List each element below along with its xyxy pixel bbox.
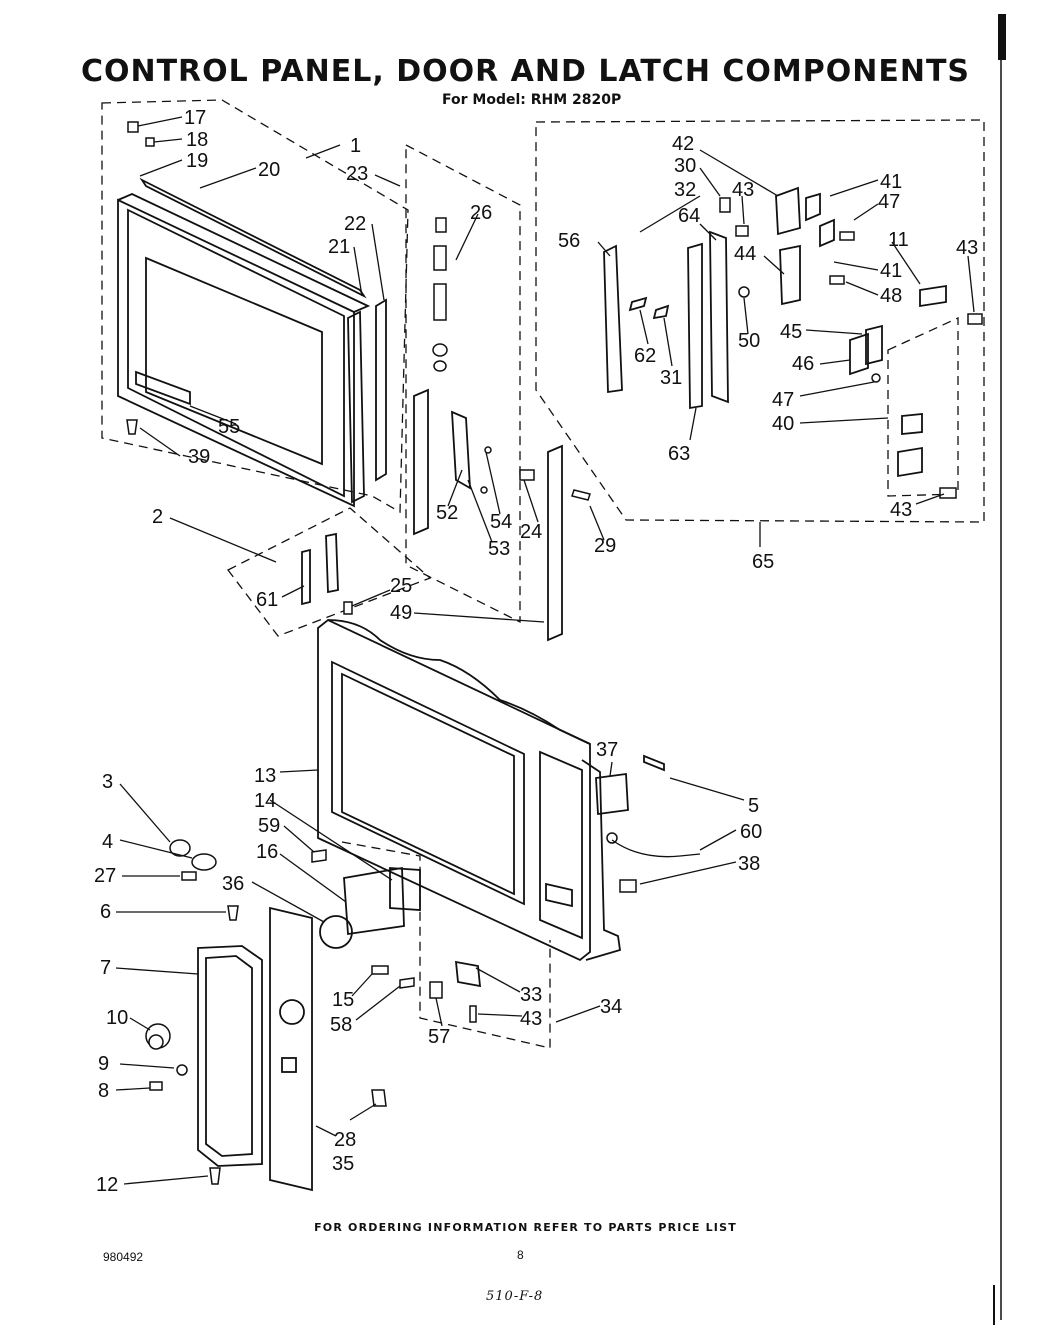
callout-56: 56 bbox=[558, 230, 580, 252]
callout-30: 30 bbox=[674, 155, 696, 177]
callout-55: 55 bbox=[218, 416, 240, 438]
callout-58: 58 bbox=[330, 1014, 352, 1036]
callout-8: 8 bbox=[98, 1080, 109, 1102]
page-number: 8 bbox=[517, 1248, 524, 1262]
callout-23: 23 bbox=[346, 163, 368, 185]
callout-14: 14 bbox=[254, 790, 276, 812]
callout-20: 20 bbox=[258, 159, 280, 181]
callout-11: 11 bbox=[888, 229, 909, 251]
callout-18: 18 bbox=[186, 129, 208, 151]
callout-37: 37 bbox=[596, 739, 618, 761]
callout-63: 63 bbox=[668, 443, 690, 465]
callout-62: 62 bbox=[634, 345, 656, 367]
callout-41a: 41 bbox=[880, 171, 902, 193]
model-subtitle: For Model: RHM 2820P bbox=[442, 92, 622, 108]
callout-labels: 17 18 19 20 1 23 22 21 26 55 39 2 61 25 … bbox=[94, 107, 978, 1196]
callout-24: 24 bbox=[520, 521, 542, 543]
callout-61: 61 bbox=[256, 589, 278, 611]
callout-35: 35 bbox=[332, 1153, 354, 1175]
scan-edge-marks bbox=[993, 14, 1006, 1325]
callout-2: 2 bbox=[152, 506, 163, 528]
callout-10: 10 bbox=[106, 1007, 128, 1029]
callout-5: 5 bbox=[748, 795, 759, 817]
callout-46: 46 bbox=[792, 353, 814, 375]
callout-6: 6 bbox=[100, 901, 111, 923]
callout-43d: 43 bbox=[520, 1008, 542, 1030]
callout-43c: 43 bbox=[890, 499, 912, 521]
callout-39: 39 bbox=[188, 446, 210, 468]
callout-36: 36 bbox=[222, 873, 244, 895]
callout-1: 1 bbox=[350, 135, 361, 157]
callout-40: 40 bbox=[772, 413, 794, 435]
document-number: 980492 bbox=[103, 1250, 144, 1264]
callout-64: 64 bbox=[678, 205, 700, 227]
callout-7: 7 bbox=[100, 957, 111, 979]
callout-45: 45 bbox=[780, 321, 802, 343]
callout-25: 25 bbox=[390, 575, 412, 597]
handwritten-note: 510-F-8 bbox=[486, 1289, 544, 1304]
callout-65: 65 bbox=[752, 551, 774, 573]
latch-switch-assembly-group bbox=[535, 119, 985, 523]
callout-54: 54 bbox=[490, 511, 512, 533]
callout-41b: 41 bbox=[880, 260, 902, 282]
callout-17: 17 bbox=[184, 107, 206, 129]
callout-26: 26 bbox=[470, 202, 492, 224]
callout-47a: 47 bbox=[878, 191, 900, 213]
ordering-info-note: FOR ORDERING INFORMATION REFER TO PARTS … bbox=[314, 1221, 737, 1234]
door-assembly-group bbox=[101, 99, 591, 642]
diagram-title: CONTROL PANEL, DOOR AND LATCH COMPONENTS bbox=[80, 54, 971, 89]
callout-21: 21 bbox=[328, 236, 350, 258]
callout-44: 44 bbox=[734, 243, 756, 265]
callout-13: 13 bbox=[254, 765, 276, 787]
callout-32: 32 bbox=[674, 179, 696, 201]
callout-48: 48 bbox=[880, 285, 902, 307]
callout-33: 33 bbox=[520, 984, 542, 1006]
callout-29: 29 bbox=[594, 535, 616, 557]
callout-47b: 47 bbox=[772, 389, 794, 411]
callout-59: 59 bbox=[258, 815, 280, 837]
callout-53: 53 bbox=[488, 538, 510, 560]
callout-60: 60 bbox=[740, 821, 762, 843]
callout-9: 9 bbox=[98, 1053, 109, 1075]
callout-38: 38 bbox=[738, 853, 760, 875]
callout-43b: 43 bbox=[956, 237, 978, 259]
callout-49: 49 bbox=[390, 602, 412, 624]
callout-3: 3 bbox=[102, 771, 113, 793]
callout-19: 19 bbox=[186, 150, 208, 172]
callout-22: 22 bbox=[344, 213, 366, 235]
callout-31: 31 bbox=[660, 367, 682, 389]
callout-12: 12 bbox=[96, 1174, 118, 1196]
callout-28: 28 bbox=[334, 1129, 356, 1151]
callout-50: 50 bbox=[738, 330, 760, 352]
leader-lines bbox=[115, 116, 975, 1185]
callout-34: 34 bbox=[600, 996, 622, 1018]
callout-43a: 43 bbox=[732, 179, 754, 201]
callout-16: 16 bbox=[256, 841, 278, 863]
callout-4: 4 bbox=[102, 831, 113, 853]
callout-15: 15 bbox=[332, 989, 354, 1011]
callout-52: 52 bbox=[436, 502, 458, 524]
callout-42: 42 bbox=[672, 133, 694, 155]
callout-57: 57 bbox=[428, 1026, 450, 1048]
control-panel-group bbox=[145, 618, 701, 1192]
callout-27: 27 bbox=[94, 865, 116, 887]
